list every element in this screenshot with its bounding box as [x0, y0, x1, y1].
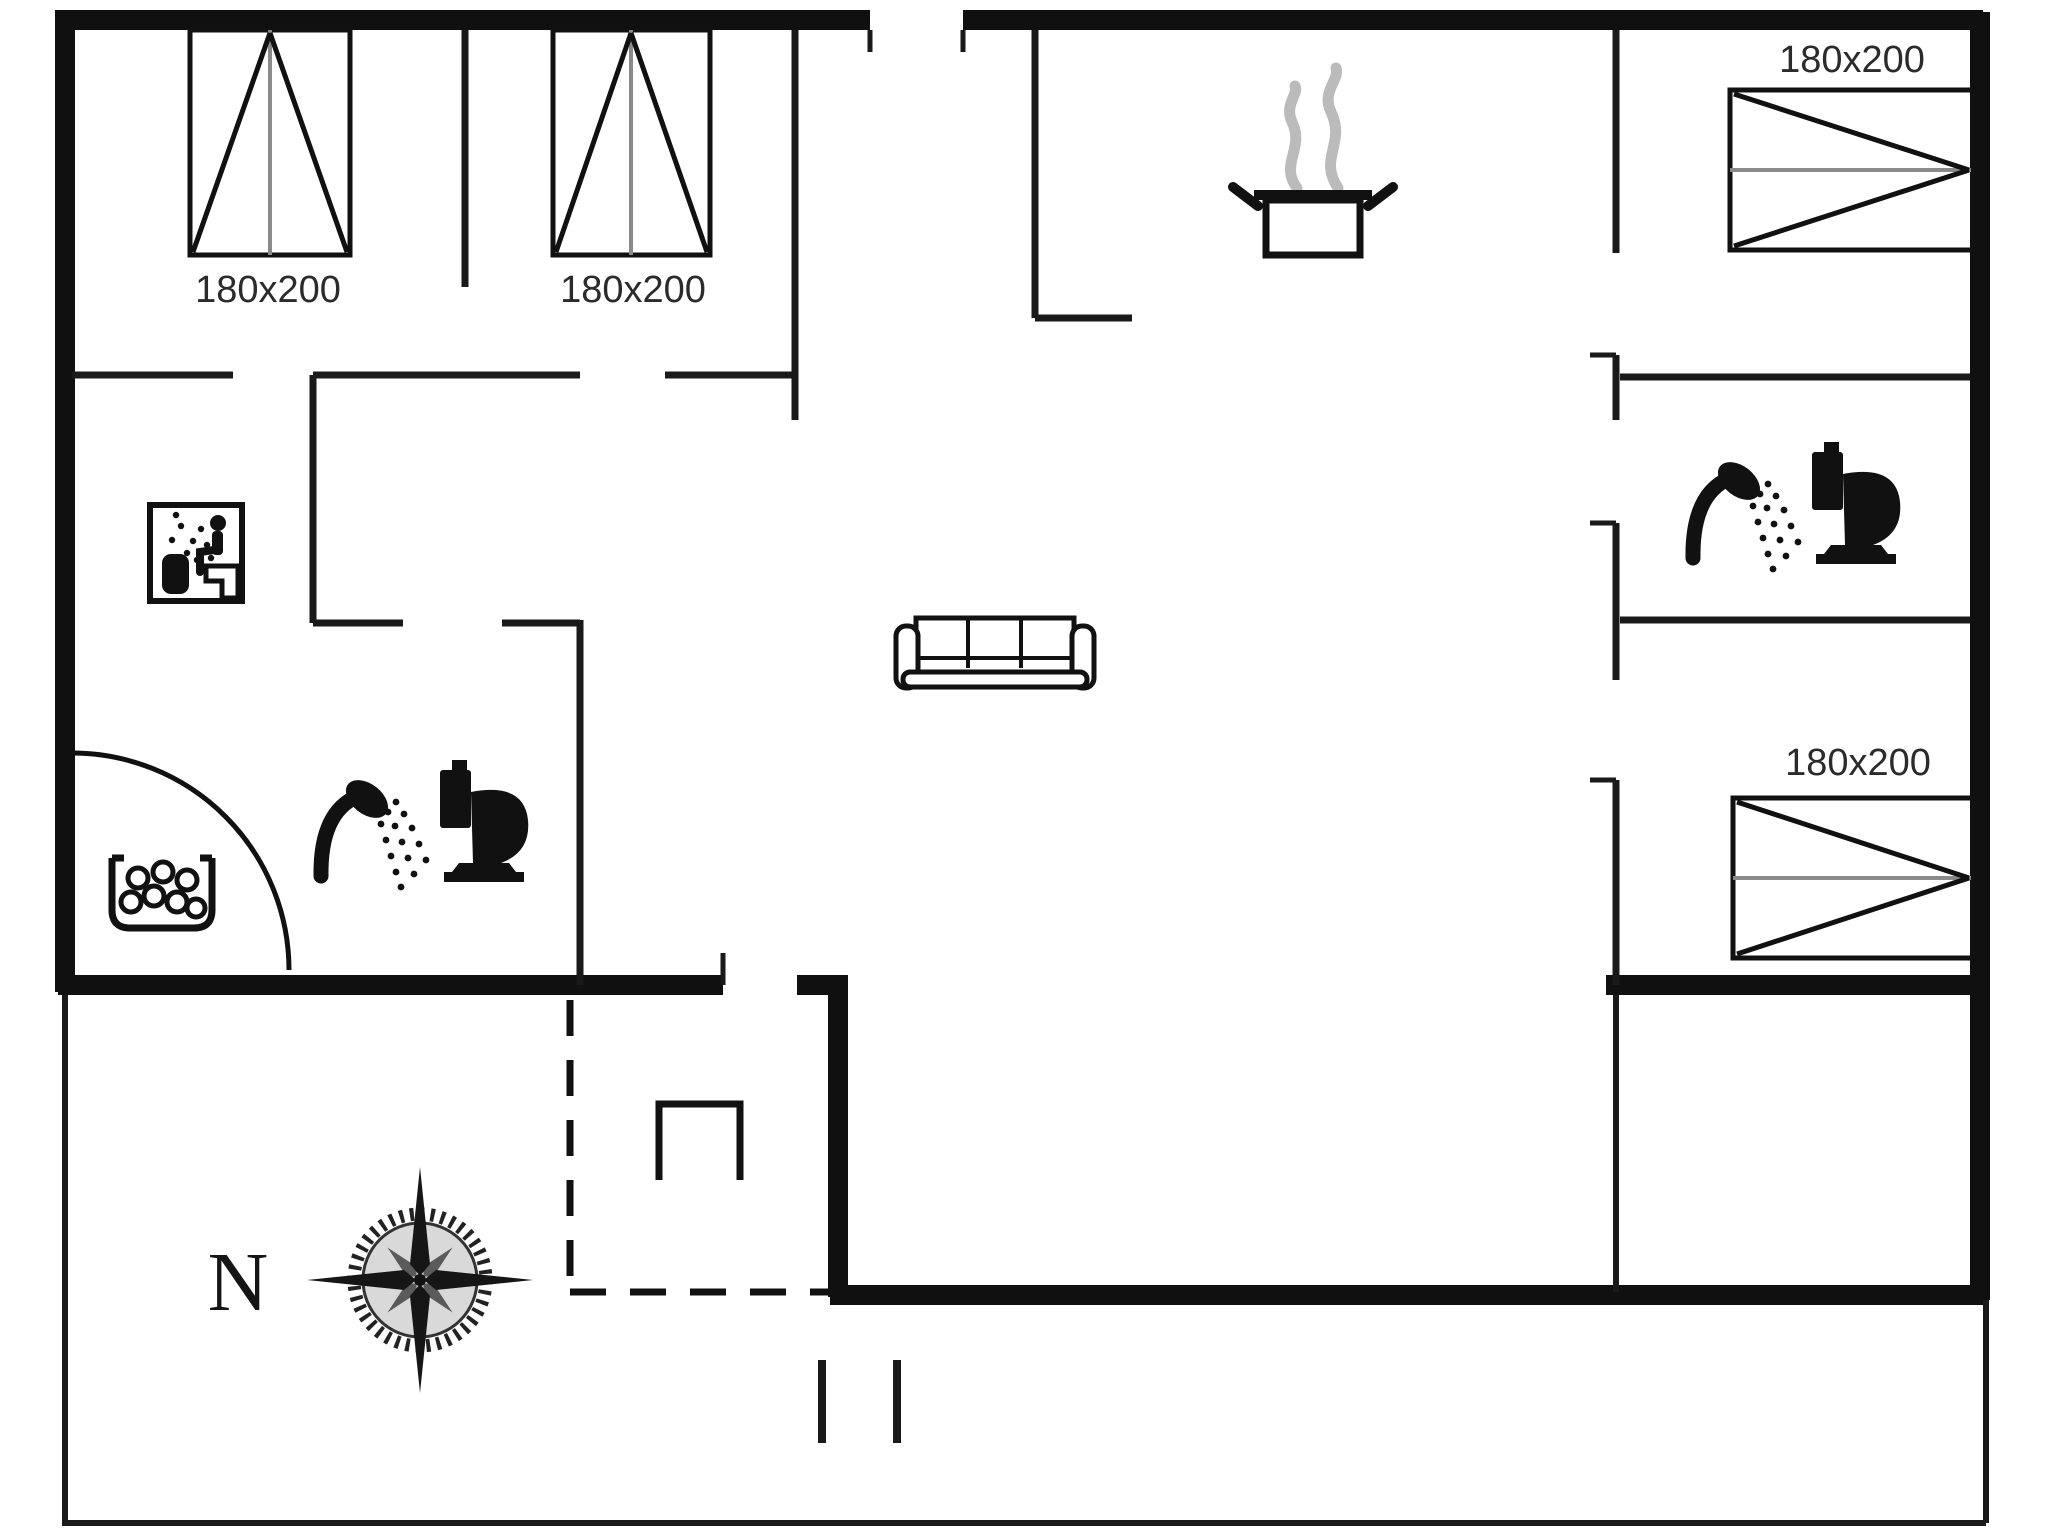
bed-size-label: 180x200 [1785, 742, 1931, 784]
interior-walls [72, 30, 1970, 985]
bed-size-label: 180x200 [1779, 39, 1925, 81]
bed-top-right [1727, 87, 1976, 253]
whirlpool-tub-icon [108, 854, 216, 932]
bathroom-right-fixtures [1693, 442, 1900, 572]
bed-bottom-right [1730, 795, 1976, 961]
bed-top-left [187, 27, 353, 258]
bed-size-label: 180x200 [560, 269, 706, 311]
bed-size-label: 180x200 [195, 269, 341, 311]
grill-icon [655, 1100, 744, 1180]
bed-top-center [550, 27, 713, 258]
bathroom-left-fixtures [321, 760, 528, 890]
cooking-pot-icon [1228, 62, 1398, 259]
exterior-walls [55, 10, 1990, 1305]
steam-icon [1284, 62, 1344, 194]
terrace-boundary [62, 995, 1989, 1526]
north-label: N [208, 1236, 269, 1329]
compass-rose-icon [307, 1167, 533, 1393]
sofa-icon [893, 615, 1097, 691]
door-arc [71, 750, 292, 971]
covered-terrace-dashed [566, 1000, 832, 1296]
sauna-icon [147, 502, 245, 604]
